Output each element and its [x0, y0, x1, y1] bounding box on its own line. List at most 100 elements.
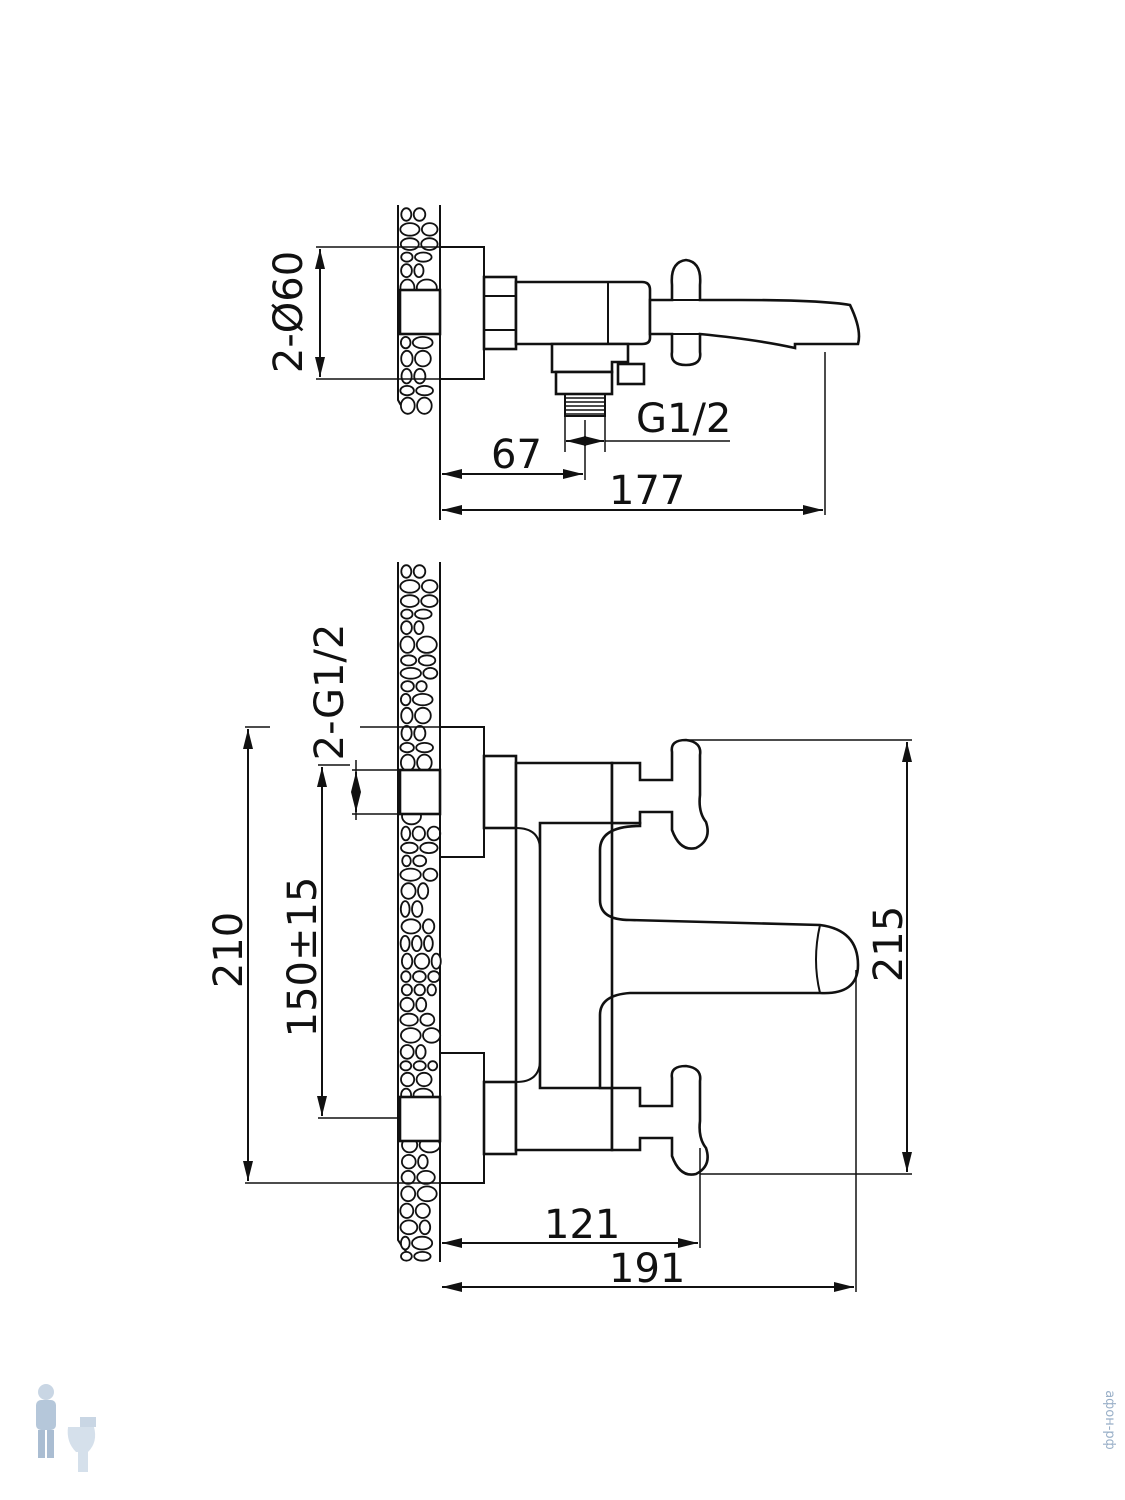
wall-stone: [400, 263, 413, 279]
wall-stone: [400, 952, 414, 970]
dim-67-label: 67: [491, 432, 542, 478]
wall-stone: [400, 725, 413, 742]
wall-stone: [399, 1202, 415, 1219]
wall-stone: [400, 349, 414, 368]
wall-stone: [417, 882, 430, 900]
wall-front: [397, 562, 442, 1262]
dim-thread-label: G1/2: [636, 396, 731, 442]
wall-stone: [419, 841, 439, 855]
wall-stone: [399, 900, 411, 918]
wall-stone: [415, 1044, 427, 1060]
wall-stone: [415, 996, 428, 1013]
wall-stone: [412, 854, 428, 868]
dim-150-label: 150±15: [280, 877, 326, 1038]
wall-stone: [400, 251, 414, 263]
wall-stone: [421, 918, 436, 935]
wall-stone: [417, 1153, 429, 1170]
mixer-front-body: [398, 726, 860, 1184]
wall-stone: [413, 368, 427, 385]
wall-stone: [399, 867, 422, 882]
wall-stone: [412, 970, 427, 983]
mixer-top-body: [398, 246, 861, 417]
wall-stone: [399, 1219, 419, 1236]
wall-stone: [400, 706, 414, 725]
watermark-vertical-text: афон-рф: [1102, 1390, 1117, 1450]
dim-191-label: 191: [609, 1246, 685, 1292]
wall-stone: [430, 952, 442, 970]
wall-stone: [413, 725, 427, 742]
wall-stone: [411, 900, 424, 918]
wall-stone: [399, 579, 421, 594]
wall-stone: [399, 384, 415, 397]
wall-top: [397, 205, 441, 520]
wall-stone: [399, 1044, 415, 1060]
wall-stone: [411, 1235, 434, 1251]
wall-stone: [421, 222, 439, 237]
wall-stone: [412, 564, 427, 579]
wall-stone: [399, 1060, 413, 1072]
wall-stone: [400, 882, 417, 900]
front-view: 2-G1/2 210 150±15 215 121 191: [206, 562, 912, 1292]
wall-stone: [422, 666, 439, 680]
wall-stone: [416, 753, 433, 772]
wall-stone: [400, 368, 413, 385]
wall-stone: [415, 741, 434, 754]
front-dimensions: [243, 726, 912, 1292]
dim-thread-pair-label: 2-G1/2: [307, 624, 353, 761]
wall-stone: [412, 207, 427, 222]
wall-stone: [399, 1012, 419, 1027]
wall-stone: [415, 680, 428, 693]
wall-stone: [419, 1012, 436, 1027]
dim-215-label: 215: [866, 906, 912, 982]
wall-stone: [420, 594, 439, 608]
wall-stone: [416, 1185, 438, 1203]
wall-stone: [414, 608, 433, 620]
wall-stone: [413, 620, 425, 635]
dim-177-label: 177: [609, 468, 685, 514]
wall-stone: [400, 654, 418, 667]
wall-stone: [400, 825, 412, 842]
wall-stone: [399, 396, 416, 415]
wall-stone: [400, 680, 415, 693]
wall-stone: [399, 1027, 422, 1044]
wall-stone: [400, 620, 413, 635]
wall-stone: [400, 1185, 417, 1203]
wall-stone: [427, 1060, 439, 1072]
wall-stone: [416, 1170, 436, 1185]
wall-stone: [400, 1071, 416, 1088]
wall-stone: [399, 666, 422, 680]
wall-stone: [423, 935, 434, 953]
wall-stone: [411, 692, 434, 707]
wall-stone: [417, 654, 437, 667]
wall-stone: [426, 825, 442, 842]
wall-stone: [400, 335, 412, 350]
wall-stone: [415, 635, 438, 654]
wall-stone: [420, 237, 439, 251]
wall-stone: [399, 635, 416, 654]
wall-stone: [400, 608, 414, 620]
wall-stone: [412, 1060, 427, 1072]
plumber-mascot-icon: [36, 1384, 96, 1472]
wall-stone: [414, 1202, 431, 1219]
wall-stone: [400, 207, 413, 222]
wall-stone: [414, 706, 432, 725]
wall-stone: [421, 579, 439, 594]
wall-stone: [400, 1153, 417, 1170]
dim-diameter-label: 2-Ø60: [266, 251, 312, 373]
wall-stone: [400, 983, 413, 997]
wall-stone: [399, 753, 416, 772]
wall-stone: [400, 1170, 416, 1185]
top-dimensions: [315, 246, 826, 515]
wall-stone: [400, 1251, 413, 1262]
wall-stone: [399, 935, 411, 953]
top-view: 2-Ø60 G1/2 67 177: [266, 205, 861, 520]
wall-stone: [414, 251, 433, 263]
wall-stone: [413, 263, 425, 279]
wall-stone: [411, 335, 434, 350]
wall-stone: [399, 741, 415, 754]
dim-210-label: 210: [206, 912, 252, 988]
wall-stone: [427, 970, 441, 983]
wall-stone: [413, 983, 426, 997]
wall-stone: [400, 918, 422, 935]
